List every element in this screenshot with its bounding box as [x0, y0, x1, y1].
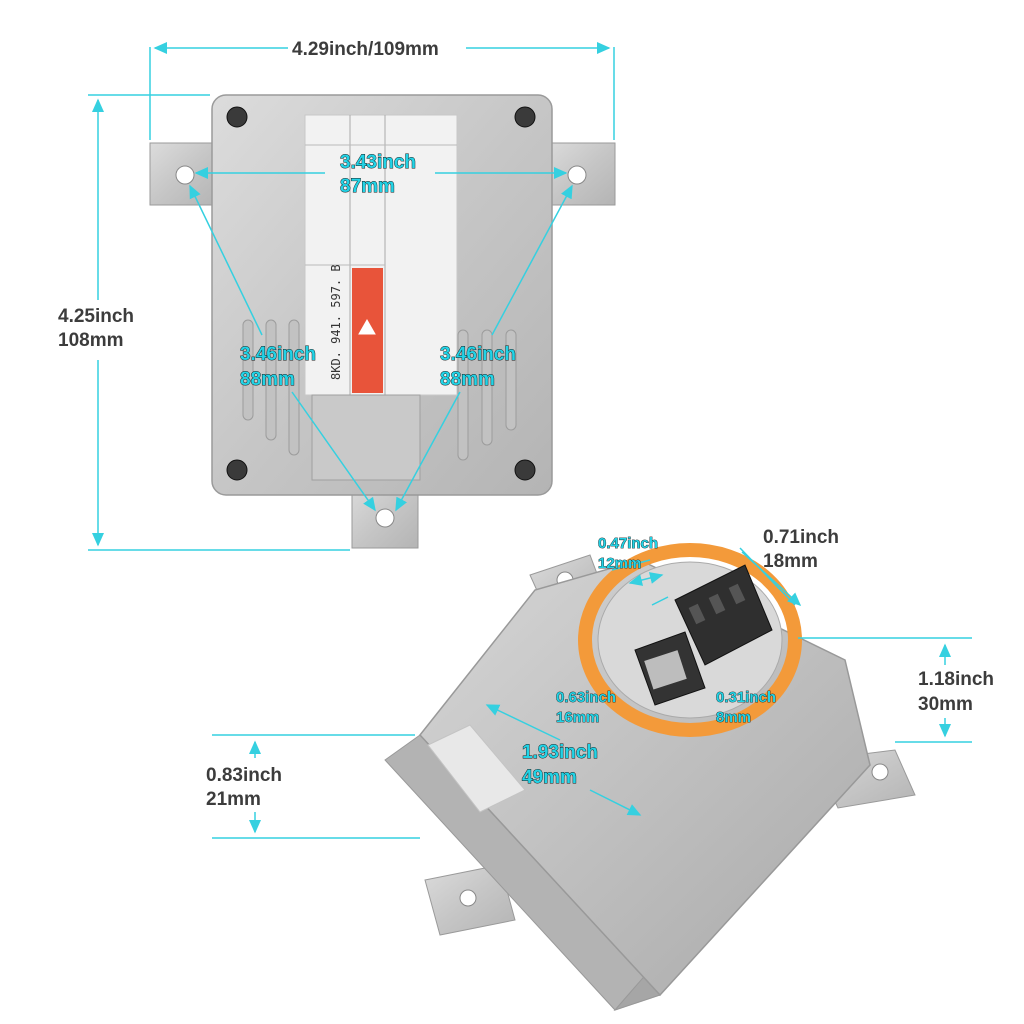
socket-diameter-inch: 1.93inch — [522, 742, 598, 763]
part-number-text: 8KD. 941. 597. B — [329, 264, 343, 380]
screw-icon — [514, 106, 536, 128]
overall-height-inch: 4.25inch — [58, 306, 134, 327]
connector-large-width-inch: 0.71inch — [763, 527, 839, 548]
hole-spacing-left-inch: 3.46inch — [240, 344, 316, 365]
small-connector — [634, 631, 706, 706]
hole-spacing-top-mm: 87mm — [340, 176, 395, 197]
top-view-dimension-lines — [88, 42, 615, 551]
top-view-unit: 8KD. 941. 597. B — [149, 94, 616, 549]
warning-icon — [358, 318, 376, 335]
hole-spacing-top-inch: 3.43inch — [340, 152, 416, 173]
hole-spacing-right-mm: 88mm — [440, 369, 495, 390]
screw-icon — [514, 459, 536, 481]
screw-icon — [226, 459, 248, 481]
perspective-view-dimension-lines — [212, 547, 972, 839]
socket-diameter-mm: 49mm — [522, 767, 577, 788]
body-height-mm: 21mm — [206, 789, 261, 810]
overall-height-mm: 108mm — [58, 330, 124, 351]
connector-small-width-mm: 12mm — [598, 555, 641, 572]
perspective-view-unit — [384, 543, 916, 1012]
label-patch — [427, 724, 526, 813]
screw-icon — [226, 106, 248, 128]
hole-spacing-right-inch: 3.46inch — [440, 344, 516, 365]
socket-height-inch: 1.18inch — [918, 669, 994, 690]
large-connector — [674, 564, 773, 666]
connector-gap-inch: 0.31inch — [716, 689, 776, 706]
hole-spacing-left-mm: 88mm — [240, 369, 295, 390]
cooling-fins — [242, 319, 517, 461]
connector-small-width-inch: 0.47inch — [598, 535, 658, 552]
connector-small-depth-inch: 0.63inch — [556, 689, 616, 706]
socket-height-mm: 30mm — [918, 694, 973, 715]
connector-large-width-mm: 18mm — [763, 551, 818, 572]
body-height-inch: 0.83inch — [206, 765, 282, 786]
connector-small-depth-mm: 16mm — [556, 709, 599, 726]
overall-width-label: 4.29inch/109mm — [292, 39, 439, 60]
orange-seal-ring — [578, 543, 802, 737]
connector-gap-mm: 8mm — [716, 709, 751, 726]
